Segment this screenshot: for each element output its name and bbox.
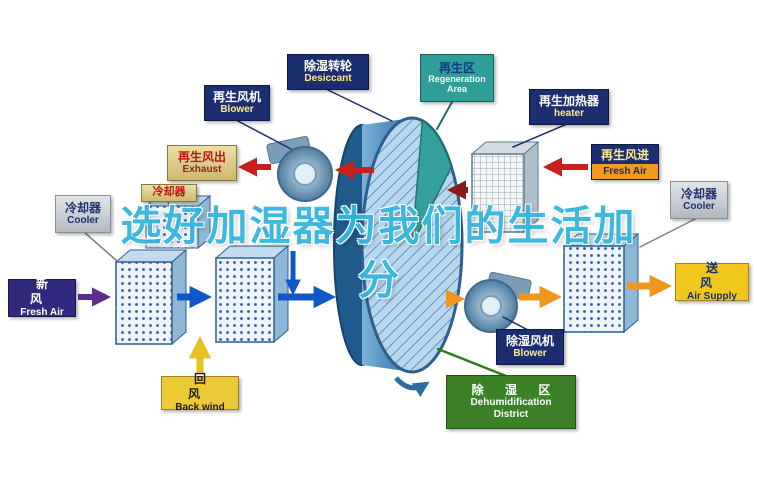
mix-air-coil-box xyxy=(214,244,290,344)
label-fresh-air-zh: 新 风 xyxy=(29,277,60,306)
label-air-supply-zh: 送 风 xyxy=(699,261,730,290)
fresh-air-coil-box xyxy=(114,248,188,346)
label-regen-blower-en: Blower xyxy=(220,104,254,116)
label-air-supply-en: Air Supply xyxy=(686,290,737,302)
regeneration-zone-slice xyxy=(411,119,453,246)
label-exhaust: 再生风出 Exhaust xyxy=(167,145,237,181)
label-dehumidification-district-en2: District xyxy=(493,409,529,421)
regen-heater-box xyxy=(470,140,540,234)
label-cooler-left: 冷却器 Cooler xyxy=(55,195,111,233)
label-back-wind: 回 风 Back wind xyxy=(161,372,239,413)
label-regeneration-area-en: Regeneration Area xyxy=(428,74,486,95)
label-cooler-left-en: Cooler xyxy=(67,215,99,227)
label-dehumidification-district: 除 湿 区 Dehumidification District xyxy=(446,375,576,429)
label-cooler-mid-zh: 冷却器 xyxy=(152,186,186,199)
label-desiccant-wheel-en: Desiccant xyxy=(304,73,352,85)
label-desiccant-wheel-zh: 除湿转轮 xyxy=(303,58,352,73)
label-fresh-air-en: Fresh Air xyxy=(20,306,64,318)
label-fresh-air: 新 风 Fresh Air xyxy=(8,277,76,318)
label-exhaust-zh: 再生风出 xyxy=(177,149,226,164)
label-regen-blower-zh: 再生风机 xyxy=(212,89,261,104)
connector-lines xyxy=(83,89,698,378)
label-regen-fresh-air: 再生风进 Fresh Air xyxy=(591,144,659,180)
label-exhaust-en: Exhaust xyxy=(182,164,222,176)
label-regeneration-area-zh: 再生区 xyxy=(438,60,475,75)
label-back-wind-zh: 回 风 xyxy=(187,372,218,401)
dehum-blower-fan xyxy=(464,271,532,333)
label-dehumidification-district-zh: 除 湿 区 xyxy=(471,382,560,397)
label-back-wind-en: Back wind xyxy=(175,401,225,413)
label-regen-blower: 再生风机 Blower xyxy=(204,85,270,121)
label-dehum-blower-zh: 除湿风机 xyxy=(505,333,554,348)
label-cooler-mid: 冷却器 xyxy=(141,184,197,202)
label-regen-fresh-air-en: Fresh Air xyxy=(592,164,658,179)
label-regen-heater: 再生加热器 heater xyxy=(529,89,609,125)
label-regen-heater-en: heater xyxy=(553,108,584,120)
label-cooler-left-zh: 冷却器 xyxy=(64,200,101,215)
airflow-arrows xyxy=(78,157,672,374)
label-regeneration-area: 再生区 Regeneration Area xyxy=(420,54,494,102)
rotation-arrow xyxy=(394,376,430,397)
label-air-supply: 送 风 Air Supply xyxy=(675,261,749,302)
label-cooler-right: 冷却器 Cooler xyxy=(670,181,728,219)
label-desiccant-wheel: 除湿转轮 Desiccant xyxy=(287,54,369,90)
label-dehum-blower-en: Blower xyxy=(513,348,547,360)
rotary-desiccant-wheel xyxy=(333,116,464,397)
label-regen-heater-zh: 再生加热器 xyxy=(538,93,599,108)
regen-blower-fan xyxy=(266,135,333,202)
label-cooler-right-en: Cooler xyxy=(683,201,715,213)
mid-cooler-box xyxy=(144,194,212,250)
label-dehumidification-district-en1: Dehumidification xyxy=(470,397,552,409)
label-dehum-blower: 除湿风机 Blower xyxy=(496,329,564,365)
label-regen-fresh-air-zh: 再生风进 xyxy=(592,145,658,164)
label-cooler-right-zh: 冷却器 xyxy=(680,186,717,201)
supply-cooler-box xyxy=(562,232,640,334)
